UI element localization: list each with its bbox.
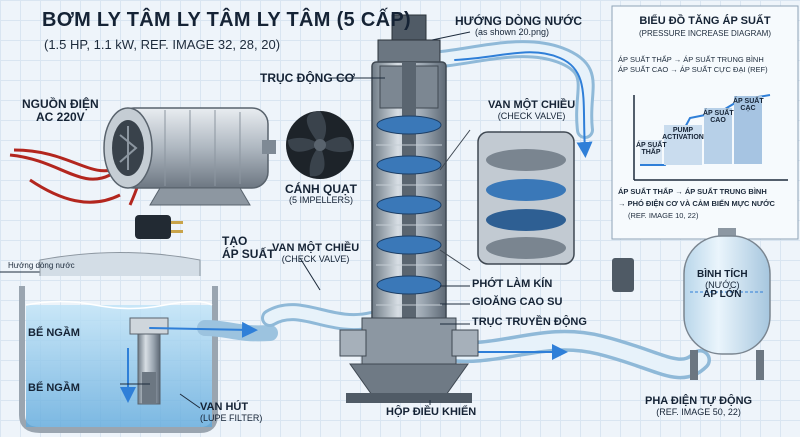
label-underground-tank-2: BỂ NGẦM: [28, 382, 80, 394]
pressure-panel-subtitle: (PRESSURE INCREASE DIAGRAM): [638, 29, 772, 38]
label-flow-direction-tank: Hướng dòng nước: [8, 261, 75, 270]
label-control-box: HỘP ĐIỀU KHIỂN: [386, 406, 477, 418]
diagram-subtitle: (1.5 HP, 1.1 kW, REF. IMAGE 32, 28, 20): [44, 37, 281, 52]
pump-column: [339, 14, 479, 403]
label-auto-power: PHA ĐIỆN TỰ ĐỘNG (REF. IMAGE 50, 22): [645, 395, 753, 417]
pressure-panel-bottom-1: ÁP SUẤT THẤP → ÁP SUẤT TRUNG BÌNH: [618, 187, 767, 196]
pressure-panel-note-2: ÁP SUẤT CAO → ÁP SUẤT CỰC ĐẠI (REF): [618, 65, 768, 74]
label-drive-shaft: TRỤC TRUYỀN ĐỘNG: [472, 316, 587, 328]
check-valve-cutaway: [439, 129, 575, 271]
motor-illustration: [9, 107, 276, 239]
pressure-panel-bottom-2: → PHÓ ĐIỆN CƠ VÀ CẢM BIẾN MỰC NƯỚC: [618, 199, 775, 208]
pump-stages: [376, 115, 442, 306]
pipes: [149, 40, 711, 380]
label-seal: PHỚT LÀM KÍN: [472, 278, 553, 290]
label-rubber-gasket: GIOĂNG CAO SU: [472, 296, 563, 308]
label-check-valve-right: VAN MỘT CHIỀU (CHECK VALVE): [488, 99, 576, 121]
label-suction-valve: VAN HÚT (LUPE FILTER): [200, 401, 263, 423]
pressure-panel-title: BIỂU ĐỒ TĂNG ÁP SUẤT: [639, 15, 771, 27]
label-pressure-tank: BÌNH TÍCH (NƯỚC) ÁP LỚN: [697, 269, 748, 300]
underground-tank-illustration: [0, 252, 270, 433]
impeller-photo: [286, 111, 354, 179]
label-impellers: CÁNH QUẠT (5 IMPELLERS): [285, 182, 357, 205]
pressure-tank-illustration: [612, 228, 771, 380]
leader-lines: [120, 31, 471, 409]
pressure-panel-note-1: ÁP SUẤT THẤP → ÁP SUẤT TRUNG BÌNH: [618, 55, 764, 64]
label-motor-shaft: TRỤC ĐỘNG CƠ: [260, 71, 355, 85]
pressure-panel-bottom-3: (REF. IMAGE 10, 22): [628, 211, 699, 220]
label-underground-tank-1: BỂ NGẦM: [28, 327, 80, 339]
label-check-valve-mid: VAN MỘT CHIỀU (CHECK VALVE): [272, 242, 360, 264]
pressure-panel: [611, 5, 799, 240]
diagram-title: BƠM LY TÂM LY TÂM LY TÂM (5 CẤP): [42, 9, 411, 31]
label-flow-direction-top: HƯỚNG DÒNG NƯỚC (as shown 20.png): [455, 14, 583, 37]
